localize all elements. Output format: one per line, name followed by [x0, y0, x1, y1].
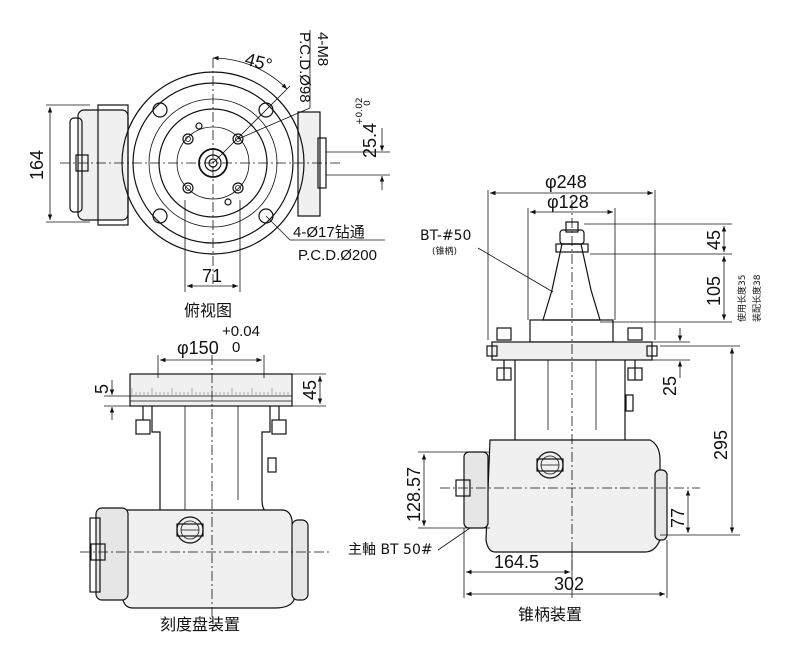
top-dim-4m8: 4-M8: [314, 32, 331, 66]
side-use-length: 使用长度35: [736, 275, 748, 322]
side-dim-128-57: 128.57: [404, 467, 424, 522]
front-dim-5: 5: [92, 384, 112, 394]
top-view-caption: 俯视图: [184, 301, 232, 320]
side-dim-25: 25: [660, 376, 680, 396]
top-dim-angle: 45°: [243, 49, 274, 75]
dial-ticks: [131, 388, 289, 396]
top-dim-4-17: 4-Ø17钻通: [293, 224, 365, 241]
side-dim-105: 105: [704, 276, 724, 306]
front-column: [149, 406, 276, 525]
side-bt-label: BT-#50: [420, 228, 471, 244]
side-fit-length: 装配长度38: [751, 274, 763, 322]
bt50-taper: [542, 243, 601, 321]
side-dim-248: φ248: [545, 172, 587, 192]
side-view: φ248 φ128 BT-#50 (锥柄) 45 105 使用长度35 装配长度…: [348, 172, 763, 624]
top-dim-71: 71: [202, 266, 222, 286]
top-view-motor-housing: [77, 109, 129, 221]
top-dim-25-4: 25.4: [360, 123, 380, 158]
top-view-17-holes: [152, 102, 274, 224]
front-dim-45: 45: [300, 380, 320, 400]
front-view: φ150 +0.04 0 5 45 刻度盘装置: [80, 323, 330, 634]
side-dim-128: φ128: [547, 192, 589, 212]
front-dim-150-tol-low: 0: [232, 339, 240, 356]
side-dim-295: 295: [711, 430, 731, 460]
front-dim-150: φ150: [177, 338, 219, 358]
side-dim-302: 302: [554, 574, 584, 594]
front-view-caption: 刻度盘装置: [160, 615, 240, 634]
side-dim-45: 45: [704, 230, 724, 250]
side-spindle-label: 主軸 BT 50#: [348, 542, 433, 558]
front-dim-150-tol-up: +0.04: [222, 323, 260, 340]
side-bt-sub: (锥柄): [432, 245, 457, 257]
top-dim-pcd200: P.C.D.Ø200: [298, 247, 377, 264]
side-body: [485, 439, 661, 553]
top-dim-164: 164: [27, 150, 47, 180]
side-view-caption: 锥柄装置: [518, 605, 582, 624]
top-view-right-block: [297, 111, 321, 217]
top-view-m8-holes: [182, 133, 244, 194]
front-body: [122, 509, 295, 609]
top-dim-pcd98: P.C.D.Ø98: [296, 32, 313, 103]
side-dim-77: 77: [668, 508, 688, 528]
top-dim-25-4-tol-up: +0.02: [355, 97, 365, 125]
top-dim-25-4-tol-low: 0: [363, 100, 373, 106]
side-dim-164-5: 164.5: [494, 552, 539, 572]
top-view: 164 45° 4-M8 P.C.D.Ø98 25.4 +0.02 0 4-Ø1…: [27, 30, 390, 320]
